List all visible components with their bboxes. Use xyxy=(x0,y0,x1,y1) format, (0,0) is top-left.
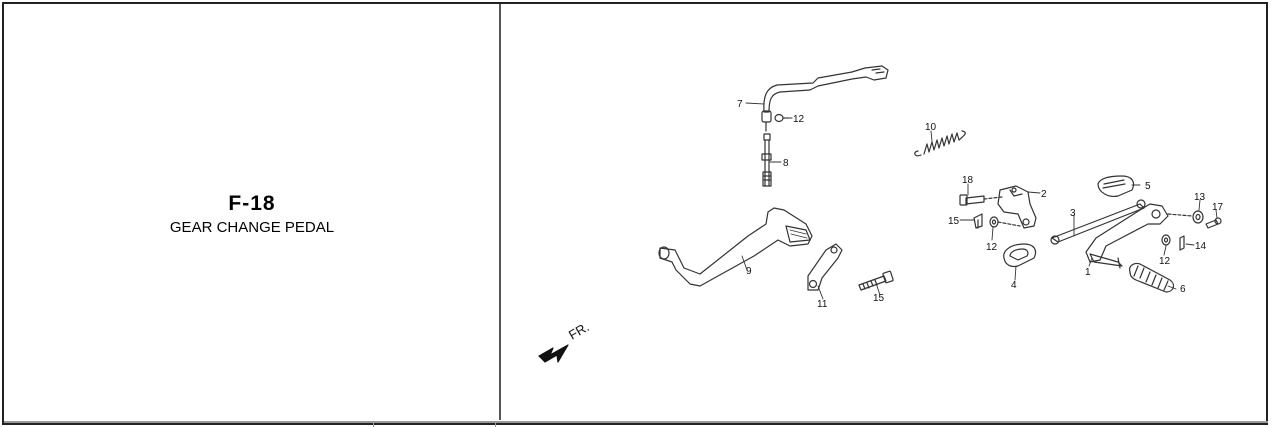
callout-12-left: 12 xyxy=(986,242,998,253)
part-6-peg-rubber xyxy=(1129,262,1175,293)
front-direction-arrow xyxy=(538,344,569,363)
part-2-bracket xyxy=(997,185,1037,229)
callout-17: 17 xyxy=(1212,202,1224,213)
part-4-rubber xyxy=(1003,243,1037,268)
part-10-spring xyxy=(914,130,966,157)
callout-11: 11 xyxy=(817,299,828,310)
part-7-shift-rod xyxy=(761,65,889,132)
bottom-rule xyxy=(4,421,1268,423)
callout-3: 3 xyxy=(1070,208,1076,219)
part-9-pedal-arm xyxy=(658,207,813,287)
callout-5: 5 xyxy=(1145,181,1151,192)
bottom-tick xyxy=(495,421,496,427)
callout-1: 1 xyxy=(1085,267,1091,278)
section-code: F-18 xyxy=(228,192,276,215)
callout-12-right: 12 xyxy=(1159,256,1171,267)
callout-15-right: 14 xyxy=(1195,241,1207,252)
part-1-pedal-lever xyxy=(1085,203,1169,269)
section-header-panel: F-18 GEAR CHANGE PEDAL xyxy=(4,4,500,420)
part-15-pin-left xyxy=(973,213,983,229)
callout-7: 7 xyxy=(737,99,743,110)
panel-divider xyxy=(499,4,501,420)
part-17-bolt xyxy=(1205,217,1222,229)
part-11-lever xyxy=(807,243,843,291)
callout-6: 6 xyxy=(1180,284,1186,295)
callout-13: 12 xyxy=(793,114,805,125)
callout-8: 8 xyxy=(783,158,789,169)
part-14-washer xyxy=(1167,210,1204,224)
part-12-washer-left xyxy=(989,216,1021,228)
bottom-tick xyxy=(373,421,374,427)
parts-diagram: 7 12 8 10 9 11 15 18 2 15 12 3 4 5 1 6 1… xyxy=(501,4,1265,420)
callout-2: 2 xyxy=(1041,189,1047,200)
part-8-joint xyxy=(761,133,772,187)
part-16-bolt xyxy=(858,270,894,291)
callout-9: 9 xyxy=(746,266,752,277)
callout-labels: 7 12 8 10 9 11 15 18 2 15 12 3 4 5 1 6 1… xyxy=(737,99,1224,310)
parts-diagram-svg: 7 12 8 10 9 11 15 18 2 15 12 3 4 5 1 6 1… xyxy=(538,65,1224,363)
callout-10: 10 xyxy=(925,122,937,133)
callout-18: 18 xyxy=(962,175,974,186)
section-title: GEAR CHANGE PEDAL xyxy=(169,219,335,236)
part-15-pin-right xyxy=(1179,235,1185,251)
callout-4: 4 xyxy=(1011,280,1017,291)
part-5-rubber xyxy=(1097,175,1135,197)
part-12-washer-right xyxy=(1161,234,1171,246)
callout-16: 15 xyxy=(873,293,885,304)
part-18-bolt xyxy=(959,194,1003,206)
callout-15-left: 15 xyxy=(948,216,960,227)
callout-14: 13 xyxy=(1194,192,1206,203)
front-label: FR. xyxy=(566,319,592,342)
leader-lines xyxy=(741,102,1218,300)
